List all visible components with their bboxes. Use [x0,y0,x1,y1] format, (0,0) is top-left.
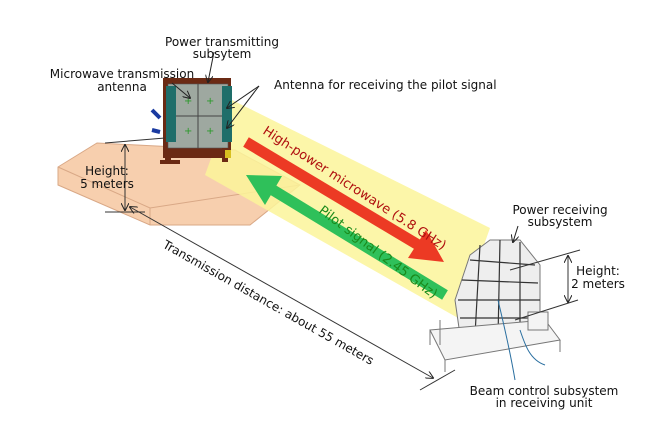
power-receiving-subsystem [429,239,561,381]
microwave-antenna-label: Microwave transmission [50,67,194,81]
svg-text:+: + [206,126,214,137]
rx-height-label: Height: [576,264,620,278]
tx-height-value: 5 meters [80,177,134,191]
beam-control-label-2: in receiving unit [496,396,593,410]
power-transmitting-subsystem: + + + + [150,78,232,164]
transmission-distance-label: Transmission distance: about 55 meters [160,237,377,368]
rx-height-value: 2 meters [571,277,625,291]
receiver-height-dimension [509,249,581,321]
pilot-antenna-label: Antenna for receiving the pilot signal [274,78,497,92]
beam-control-label: Beam control subsystem [470,384,619,398]
power-receiving-label-2: subsystem [528,215,593,229]
microwave-antenna-label-2: antenna [97,80,147,94]
svg-text:+: + [184,96,192,107]
power-transmitting-label: Power transmitting [165,35,279,49]
leader-lines [171,51,518,242]
power-receiving-label: Power receiving [512,203,607,217]
svg-text:+: + [184,126,192,137]
transmission-distance-dimension [130,207,456,391]
power-transmitting-label-2: subsytem [193,47,252,61]
tx-height-label: Height: [85,164,129,178]
svg-text:+: + [206,96,214,107]
